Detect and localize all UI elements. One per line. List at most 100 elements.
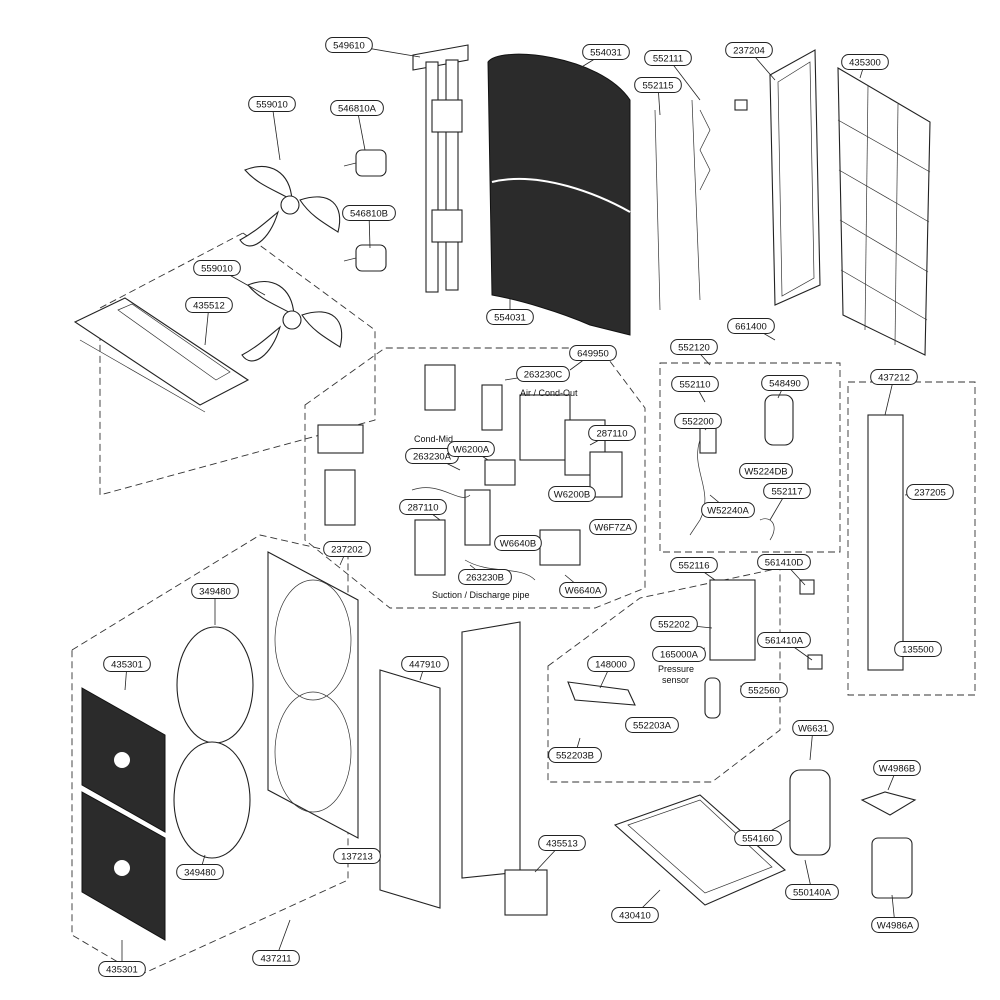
part-callout: 559010: [193, 260, 266, 296]
grille-hole: [114, 860, 130, 876]
fan-blade: [239, 210, 280, 247]
pcb-inverter: [414, 519, 446, 576]
part-callout: 435301: [98, 940, 146, 977]
part-number-label: W4986B: [879, 764, 915, 775]
part-number-label: 237202: [331, 545, 363, 556]
bracket-plate: [431, 99, 463, 133]
valve-bracket: [567, 681, 636, 706]
callout-pill: [559, 582, 607, 598]
callout-pill: [486, 309, 534, 325]
wire-grille: [837, 67, 931, 356]
side-cover-447910: [461, 621, 521, 879]
part-number-label: 148000: [595, 660, 627, 671]
part-callout: 546810B: [342, 205, 396, 249]
leader-line: [271, 103, 281, 161]
callout-pill: [333, 848, 381, 864]
part-number-label: 435301: [106, 965, 138, 976]
part-callout: 552203A: [625, 717, 679, 733]
part-callout: 554160: [734, 819, 791, 846]
callout-pill: [548, 747, 602, 763]
callout-pill: [727, 318, 775, 334]
part-callout: W6640B: [494, 535, 542, 551]
caption-suction-discharge: Suction / Discharge pipe: [432, 590, 530, 600]
part-callout: 552115: [634, 77, 682, 116]
coil-body: [487, 53, 631, 336]
callout-pill: [252, 950, 300, 966]
part-callout: 548490: [761, 375, 809, 399]
part-callout: 552203B: [548, 737, 602, 763]
caption-pressure: Pressure: [658, 664, 694, 674]
control-box-group-outline: [304, 347, 646, 609]
part-number-label: 554160: [742, 834, 774, 845]
rear-guard-frame: [769, 49, 821, 306]
part-callout: 435301: [103, 656, 151, 691]
callout-pill: [191, 583, 239, 599]
pcb-main: [589, 451, 623, 498]
pressure-sensor: [704, 677, 721, 719]
side-cover-137213: [379, 669, 441, 909]
part-number-label: 552203A: [633, 721, 672, 732]
part-number-label: W5224DB: [744, 467, 787, 478]
part-callout: 552120: [670, 339, 718, 366]
side-covers: [379, 621, 548, 916]
base-pan: [613, 794, 787, 906]
part-callout: 554031: [486, 298, 534, 325]
callout-pill: [611, 907, 659, 923]
callout-pill: [330, 100, 384, 116]
part-number-label: 165000A: [660, 650, 699, 661]
sensor-board: [481, 384, 503, 431]
part-number-label: 552120: [678, 343, 710, 354]
fan-hub: [282, 310, 302, 330]
base-and-compressor: [613, 769, 917, 906]
part-callout: 287110: [588, 425, 636, 446]
part-number-label: W6640B: [500, 539, 536, 550]
part-callout: 447910: [401, 656, 449, 681]
part-number-label: 552110: [680, 380, 711, 391]
callout-pill: [871, 917, 919, 933]
part-callout: 552560: [739, 682, 788, 698]
bracket-top: [412, 44, 469, 71]
callout-pill: [873, 760, 921, 776]
part-callout: 137213: [333, 848, 381, 864]
insulation-pad: [317, 424, 364, 454]
part-number-label: 447910: [409, 660, 441, 671]
part-callout: 435513: [534, 835, 586, 873]
fan-motor: [355, 244, 387, 272]
callout-pill: [176, 864, 224, 880]
caption-sensor: sensor: [662, 675, 689, 685]
part-callout: W5224DB: [739, 463, 793, 479]
part-number-label: 552117: [772, 487, 803, 498]
part-number-label: 554031: [590, 48, 622, 59]
part-callout: 165000A: [652, 646, 706, 662]
part-number-label: 552202: [658, 620, 690, 631]
control-box-parts: [317, 364, 623, 581]
part-callout: 552110: [671, 376, 719, 403]
part-callout: 135500: [894, 641, 942, 657]
callout-pill: [342, 205, 396, 221]
compressor: [789, 769, 831, 856]
four-way-valve-group-outline: [547, 567, 781, 783]
part-number-label: 135500: [902, 645, 934, 656]
part-callout: 552202: [650, 616, 713, 632]
callout-pill: [634, 77, 682, 93]
side-panel-group-outline: [847, 381, 976, 696]
part-callout: 437212: [870, 369, 918, 416]
part-number-label: 559010: [256, 100, 288, 111]
part-callout: 554031: [579, 44, 630, 69]
caption-air-cond-out: Air / Cond-Out: [520, 388, 578, 398]
callout-pill: [516, 366, 570, 382]
part-number-label: 137213: [341, 852, 373, 863]
part-callout: 263230C: [504, 366, 570, 382]
part-callout: 649950: [569, 345, 617, 371]
accumulator: [764, 394, 794, 446]
part-number-label: 549610: [333, 41, 365, 52]
group-outlines: [71, 232, 976, 976]
callout-pill: [582, 44, 630, 60]
part-callout: 661400: [727, 318, 776, 341]
part-callout: 552111: [644, 50, 701, 101]
callout-pill: [494, 535, 542, 551]
callout-pill: [757, 632, 811, 648]
part-callout: 552117: [763, 483, 811, 521]
